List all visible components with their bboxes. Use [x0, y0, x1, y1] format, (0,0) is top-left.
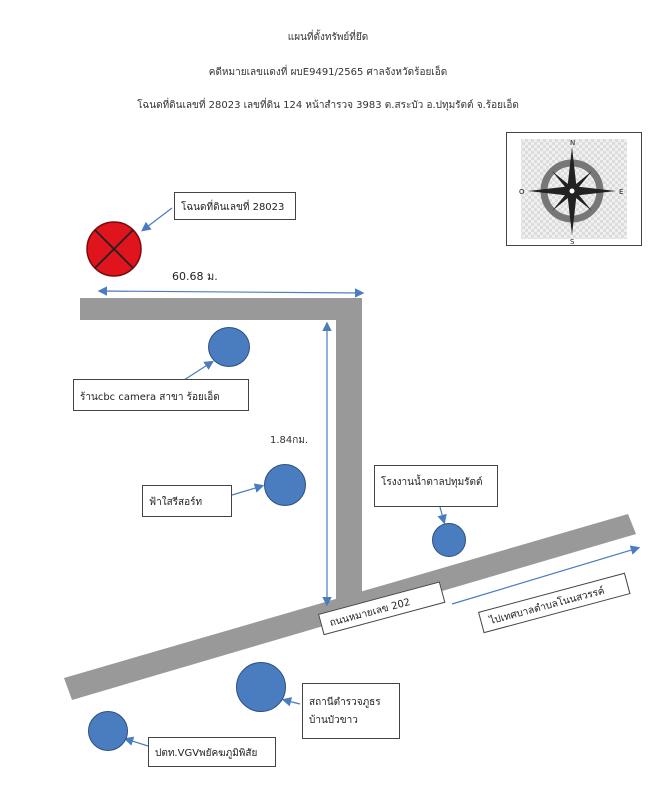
compass-box: N S E O: [506, 132, 642, 246]
landmark-resort-label: ฟ้าใสรีสอร์ท: [142, 485, 232, 517]
target-property-label: โฉนดที่ดินเลขที่ 28023: [174, 192, 296, 220]
side-road-vertical: [336, 298, 362, 610]
distance-horizontal-label: 60.68 ม.: [172, 270, 218, 283]
distance-arrow-horizontal: [97, 286, 365, 298]
landmark-sugar-factory-marker: [432, 523, 466, 557]
landmark-sugar-factory-label: โรงงานน้ำตาลปทุมรัตต์: [374, 465, 498, 507]
case-number: คดีหมายเลขแดงที่ ผบE9491/2565 ศาลจังหวัด…: [208, 67, 448, 78]
distance-vertical-label: 1.84กม.: [270, 435, 309, 446]
compass-n: N: [570, 139, 575, 147]
land-deed-info: โฉนดที่ดินเลขที่ 28023 เลขที่ดิน 124 หน้…: [137, 100, 519, 111]
target-property-marker: [86, 221, 142, 277]
compass-s: S: [570, 238, 575, 245]
landmark-police-station-marker: [236, 662, 286, 712]
side-road-horizontal: [80, 298, 362, 320]
landmark-cbc-camera-label: ร้านcbc camera สาขา ร้อยเอ็ด: [73, 379, 249, 411]
landmark-resort-marker: [264, 464, 306, 506]
landmark-ptt-station-label: ปตท.VGVพยัคฆภูมิพิสัย: [148, 737, 276, 767]
direction-arrow: [451, 545, 641, 605]
map-title: แผนที่ตั้งทรัพย์ที่ยึด: [287, 32, 369, 43]
compass-e: E: [619, 188, 623, 196]
compass-rose-icon: N S E O: [519, 139, 627, 246]
landmark-cbc-camera-marker: [208, 327, 250, 367]
landmark-police-station-label: สถานีตำรวจภูธร บ้านบัวขาว: [302, 683, 400, 739]
landmark-ptt-station-marker: [88, 711, 128, 751]
compass-w: O: [519, 188, 525, 196]
